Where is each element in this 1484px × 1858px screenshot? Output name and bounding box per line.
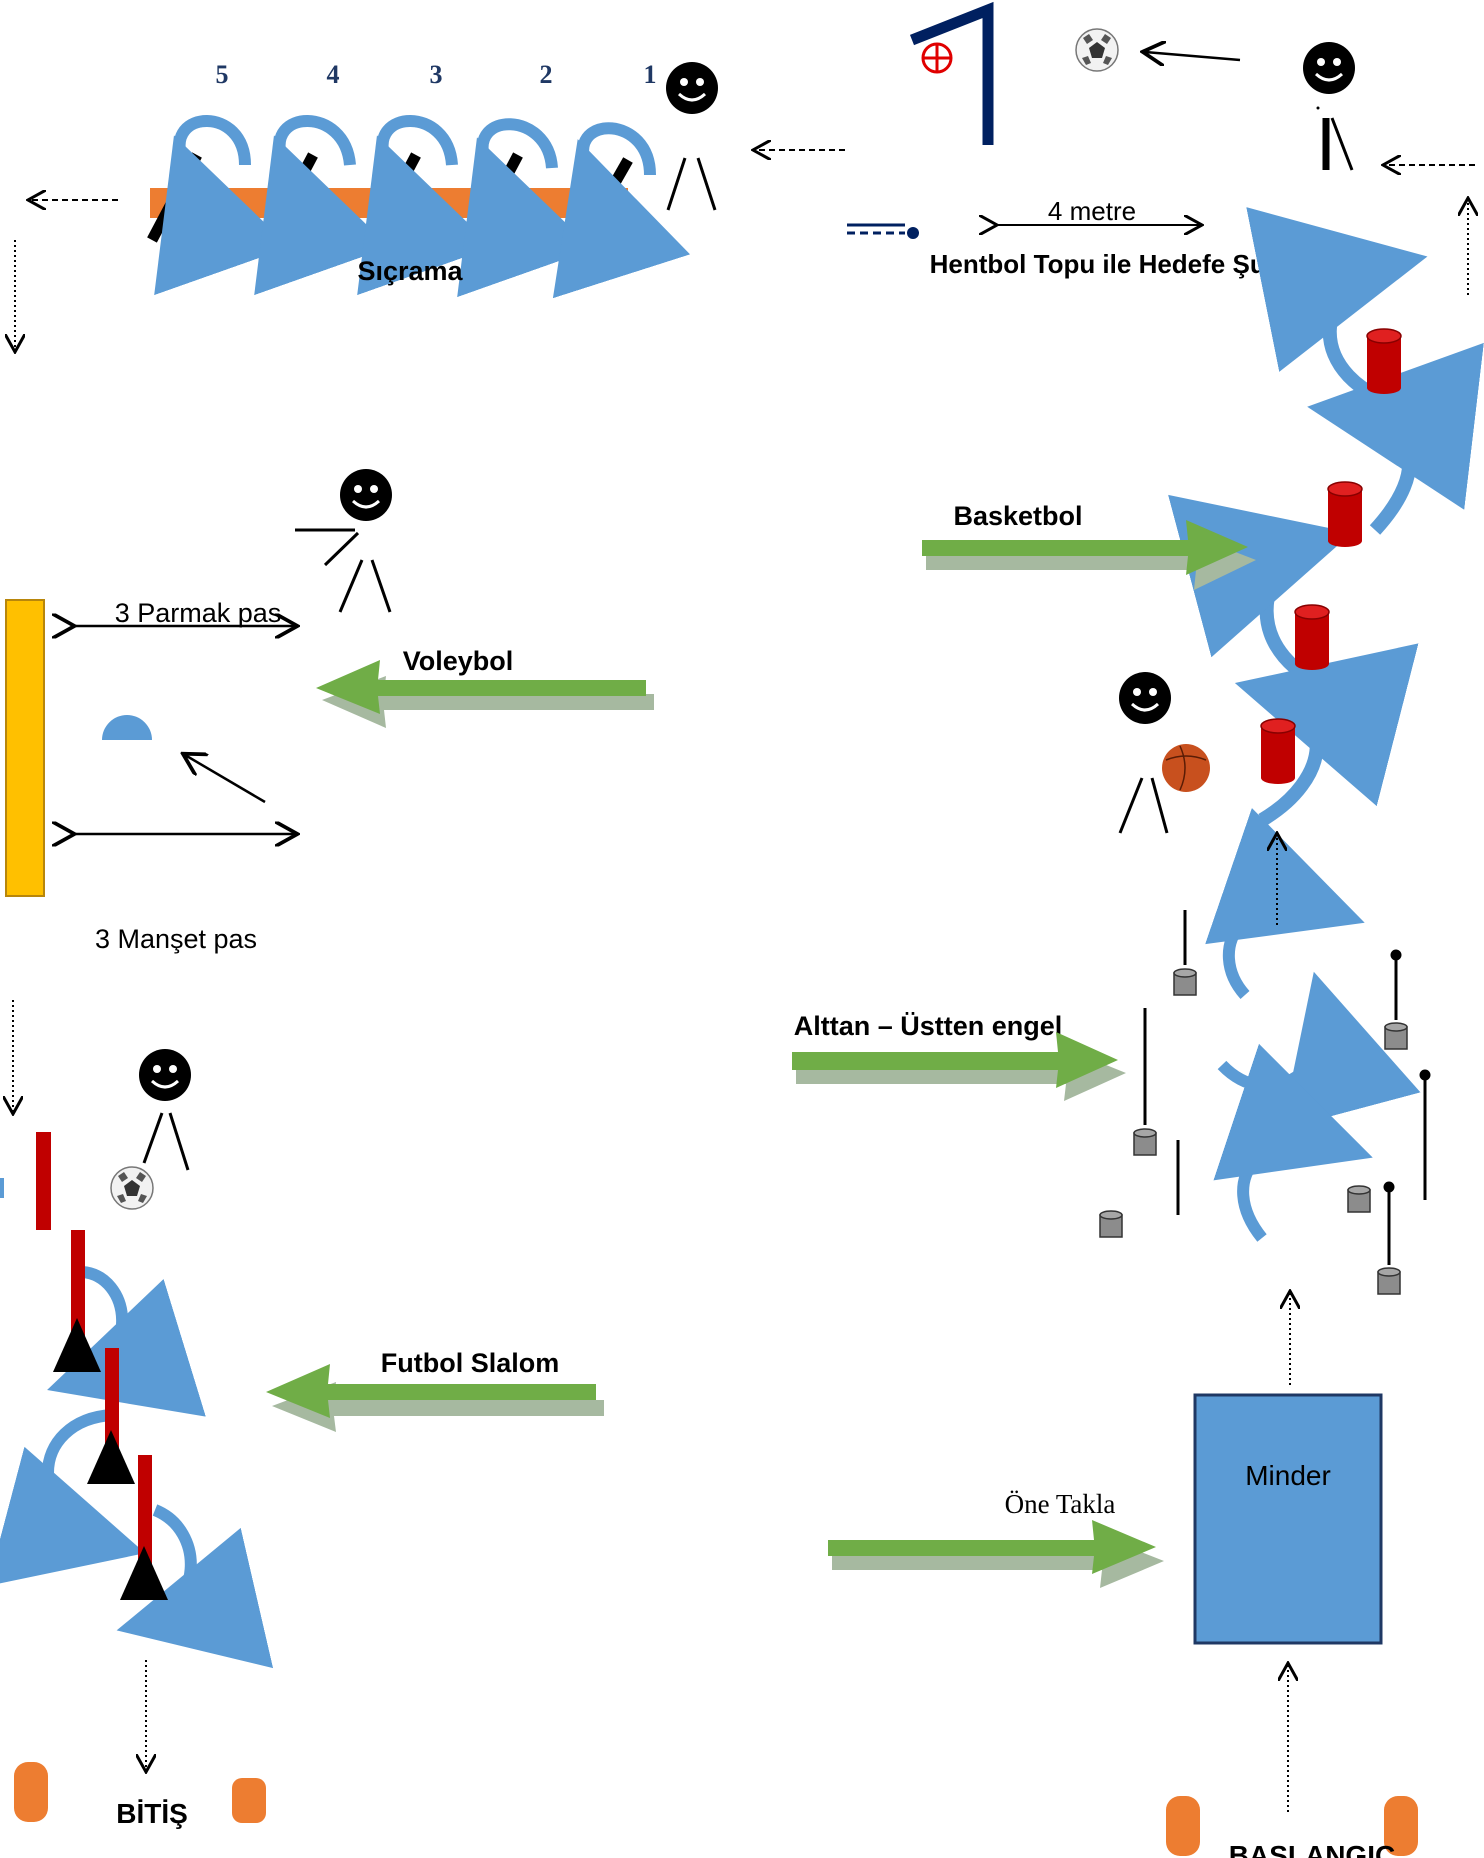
basketball-icon [1162,744,1210,792]
slalom-player-figure-icon [137,1047,193,1171]
pole-weight-icon [1133,1128,1157,1156]
cone-icon [53,1318,101,1372]
pole-weight-icon [1099,1210,1123,1238]
slalom-cones [53,1230,168,1600]
hurdle-number-2: 2 [540,60,553,89]
dribbler-figure-icon [1117,670,1210,834]
hurdle-number-1: 1 [644,60,657,89]
green-arrow-football [266,1364,604,1432]
slalom-pole [36,1132,51,1230]
basketball-station: Basketbol [922,207,1484,834]
pole-weight-icon [1384,1022,1408,1050]
hurdle-number-3: 3 [430,60,443,89]
jump-station: 5 4 3 2 1 Sıçrama [147,60,720,299]
volleyball-wall [5,599,45,897]
jumper-figure-icon [664,60,720,211]
shot-label: Hentbol Topu ile Hedefe Şut [930,249,1275,279]
green-arrow-volleyball [316,660,654,728]
cone-icon [120,1546,168,1600]
slalom-curves [0,1266,274,1669]
cone-can-4 [1260,718,1296,785]
volleyball-station: 3 Parmak pas 3 Manşet pas Voleybol [5,467,654,954]
green-arrow-roll [828,1520,1164,1588]
green-arrow-obstacle [792,1032,1126,1101]
football-station: Futbol Slalom BİTİŞ [0,1000,604,1829]
jump-curves [153,115,690,299]
obstacle-label: Alttan – Üstten engel [794,1011,1063,1041]
basketball-curves [1168,207,1484,827]
green-arrow-basketball [922,520,1256,590]
mat [1193,1393,1383,1645]
cuff-pass-label: 3 Manşet pas [95,924,257,954]
finger-pass-label: 3 Parmak pas [115,598,282,628]
pole-weight-icon [1377,1267,1401,1295]
finish-label: BİTİŞ [116,1798,188,1829]
flow-arrows-top [15,150,1475,350]
soccer-ball-icon [110,1166,154,1210]
volleyball-label: Voleybol [403,646,514,676]
obstacle-curves [1205,808,1421,1242]
handball-station: 4 metre Hentbol Topu ile Hedefe Şut [847,1,1357,279]
basketball-label: Basketbol [953,501,1082,531]
mat-label: Minder [1245,1460,1331,1491]
pole-weight-icon [1347,1185,1371,1213]
goal-target-icon [909,1,994,145]
hurdle-number-5: 5 [216,60,229,89]
mat-station: Minder Öne Takla BAŞLANGIÇ [828,1393,1418,1858]
jump-label: Sıçrama [357,256,463,286]
handball-icon [1075,28,1119,72]
cone-can-3 [1294,604,1330,671]
start-marker [1166,1796,1200,1856]
shooter-figure-icon [1301,40,1357,171]
finish-marker [232,1778,266,1823]
football-label: Futbol Slalom [381,1348,560,1378]
volleyball-player-figure-icon [295,467,394,613]
volleyball-icon [102,715,152,740]
finish-marker [14,1762,48,1822]
hurdle-number-4: 4 [327,60,340,89]
cone-can-1 [1366,328,1402,395]
pole-weight-icon [1173,968,1197,996]
cone-icon [87,1430,135,1484]
cone-can-2 [1327,481,1363,548]
throw-line [847,223,919,239]
obstacle-station: Alttan – Üstten engel [792,808,1431,1385]
shooting-line [1260,236,1328,250]
roll-label: Öne Takla [1005,1489,1116,1519]
distance-label: 4 metre [1048,196,1136,226]
start-label: BAŞLANGIÇ [1229,1840,1395,1858]
